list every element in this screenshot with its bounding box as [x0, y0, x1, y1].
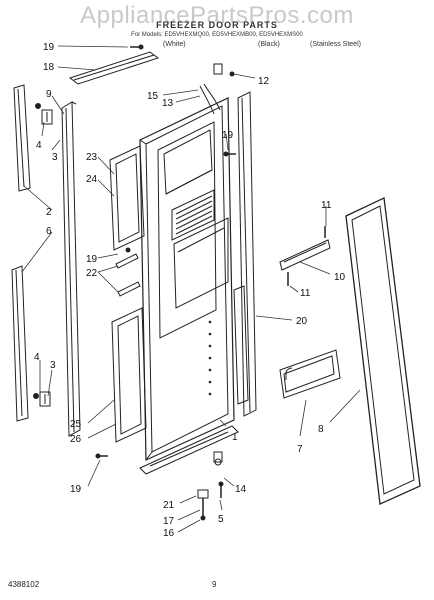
callout-11-lower: 11	[300, 288, 311, 299]
door-shelf-bar	[279, 226, 331, 286]
callout-23: 23	[86, 152, 98, 163]
callout-11: 11	[321, 200, 332, 211]
callout-4: 4	[36, 140, 42, 151]
screw-icon	[218, 481, 224, 498]
door-outer-panel	[139, 97, 235, 461]
callout-17: 17	[163, 516, 175, 527]
upper-shelf-frame	[109, 145, 145, 251]
callout-19: 19	[43, 42, 55, 53]
callout-5: 5	[218, 514, 224, 525]
callout-16: 16	[163, 528, 175, 539]
callout-leaders	[21, 45, 361, 533]
top-trim-strip	[68, 51, 160, 85]
lower-shelf-frame	[111, 307, 147, 443]
callout-20: 20	[296, 316, 308, 327]
wire-harness	[199, 63, 235, 115]
right-side-channel	[233, 91, 257, 417]
callout-8: 8	[318, 424, 324, 435]
hinge-bracket-upper	[35, 103, 53, 125]
callout-26: 26	[70, 434, 82, 445]
left-trim-lower	[11, 265, 29, 422]
callout-25: 25	[70, 419, 82, 430]
callout-9: 9	[46, 89, 52, 100]
variant-stainless: (Stainless Steel)	[310, 41, 361, 48]
callout-14: 14	[235, 484, 247, 495]
callout-22: 22	[86, 268, 98, 279]
left-trim-upper	[13, 84, 31, 192]
door-bin	[279, 349, 341, 399]
bottom-bracket-small	[197, 489, 209, 521]
callout-labels: 19 18 9 4 3 2 6 4 3 23 24 19 22 25 26 19…	[34, 42, 346, 539]
screw-icon	[130, 44, 144, 50]
mounting-holes	[208, 320, 212, 396]
screw-icon	[223, 151, 236, 157]
model-list: For Models: ED5VHEXMQ00, ED5VHEXMB00, ED…	[131, 32, 303, 38]
callout-19-bottom: 19	[70, 484, 82, 495]
callout-24: 24	[86, 174, 98, 185]
callout-12: 12	[258, 76, 270, 87]
callout-19-right: 19	[222, 130, 234, 141]
callout-4-lower: 4	[34, 352, 40, 363]
watermark: AppliancePartsPros.com	[80, 2, 354, 29]
screw-icon	[125, 247, 131, 253]
callout-10: 10	[334, 272, 346, 283]
hinge-bracket-lower	[33, 391, 51, 407]
callout-6: 6	[46, 226, 52, 237]
document-number: 4388102	[8, 580, 40, 589]
callout-13: 13	[162, 98, 174, 109]
callout-2: 2	[46, 207, 52, 218]
callout-1: 1	[232, 432, 238, 443]
page-title: FREEZER DOOR PARTS	[156, 20, 278, 30]
screw-icon	[95, 453, 108, 459]
callout-21: 21	[163, 500, 175, 511]
dispenser-liner	[157, 121, 229, 339]
shelf-clips	[115, 253, 141, 297]
callout-3-lower: 3	[50, 360, 56, 371]
door-side-channel	[61, 101, 81, 437]
callout-15: 15	[147, 91, 159, 102]
callout-3: 3	[52, 152, 58, 163]
callout-19-mid: 19	[86, 254, 98, 265]
bottom-hinge-bracket	[139, 425, 239, 475]
callout-18: 18	[43, 62, 55, 73]
door-gasket	[345, 197, 421, 505]
variant-black: (Black)	[258, 41, 280, 48]
page-number: 9	[212, 580, 217, 589]
variant-white: (White)	[163, 41, 186, 48]
callout-7: 7	[297, 444, 303, 455]
